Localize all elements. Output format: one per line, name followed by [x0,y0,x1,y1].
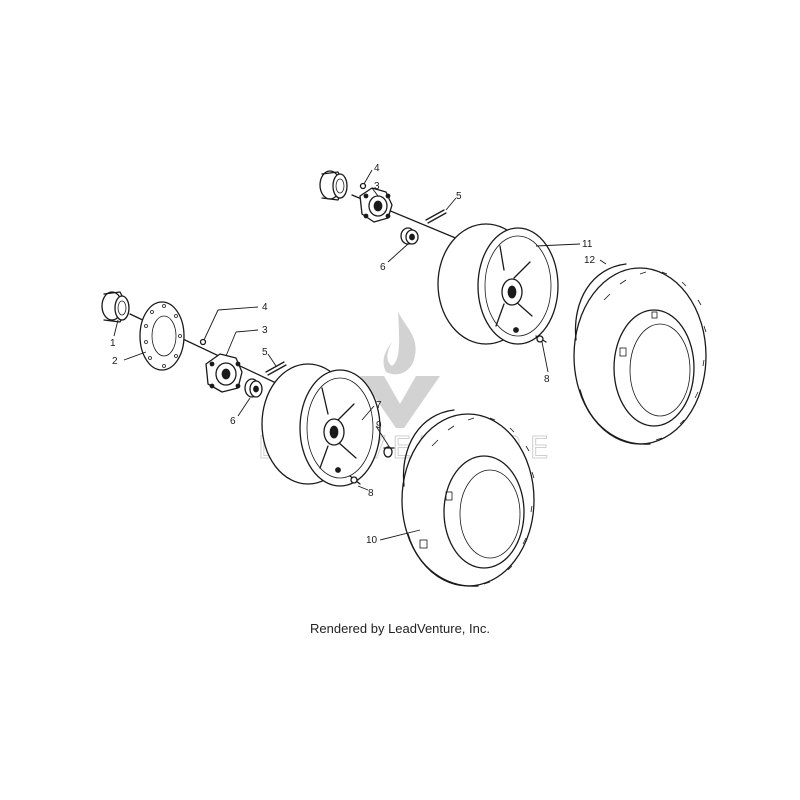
front-valve-stem [349,475,361,485]
front-hub [205,353,243,393]
callout-front-spacer: 6 [230,416,236,427]
callout-front-brake-disc: 2 [112,356,118,367]
callout-front-lug-nut: 9 [376,420,382,431]
callout-front-hub: 3 [262,325,268,336]
callout-front-valve: 8 [368,488,374,499]
callout-rear-hub: 3 [374,181,380,192]
callout-front-cotter-pin: 5 [262,347,268,358]
rear-axle-assembly: 4 3 5 6 11 12 8 [319,163,707,445]
flame-logo-icon [383,312,416,375]
front-callouts: 1 2 4 3 5 6 7 9 8 10 [110,302,421,546]
rendered-by-caption: Rendered by LeadVenture, Inc. [310,621,490,636]
callout-rear-tire: 12 [584,255,596,266]
front-bearing [101,291,130,323]
front-axle-assembly: 1 2 4 3 5 6 7 9 8 10 [101,291,535,587]
rear-tire [573,263,707,445]
front-hub-nut [199,338,207,346]
rear-callouts: 4 3 5 6 11 12 8 [363,163,607,385]
front-rim [261,363,381,487]
front-spacer [244,378,263,398]
front-lug-nut [383,446,395,458]
front-cotter-pin [265,361,287,376]
rear-spacer [400,227,419,245]
rear-cotter-pin [425,209,447,224]
rear-rim [437,223,559,345]
rear-bearing [319,170,348,201]
callout-rear-valve: 8 [544,374,550,385]
callout-rear-rim: 11 [582,239,593,250]
front-brake-disc [139,301,185,371]
rear-hub-nut [359,182,367,190]
callout-front-tire: 10 [366,535,378,546]
front-tire [401,409,535,587]
rear-valve-stem [535,335,547,343]
v-logo-mark [360,376,440,428]
callout-front-rim: 7 [376,400,382,411]
callout-rear-hub-nut: 4 [374,163,380,174]
callout-rear-cotter-pin: 5 [456,191,462,202]
callout-front-bearing: 1 [110,338,116,349]
rear-hub [359,187,393,223]
callout-front-hub-nut: 4 [262,302,268,313]
callout-rear-spacer: 6 [380,262,386,273]
